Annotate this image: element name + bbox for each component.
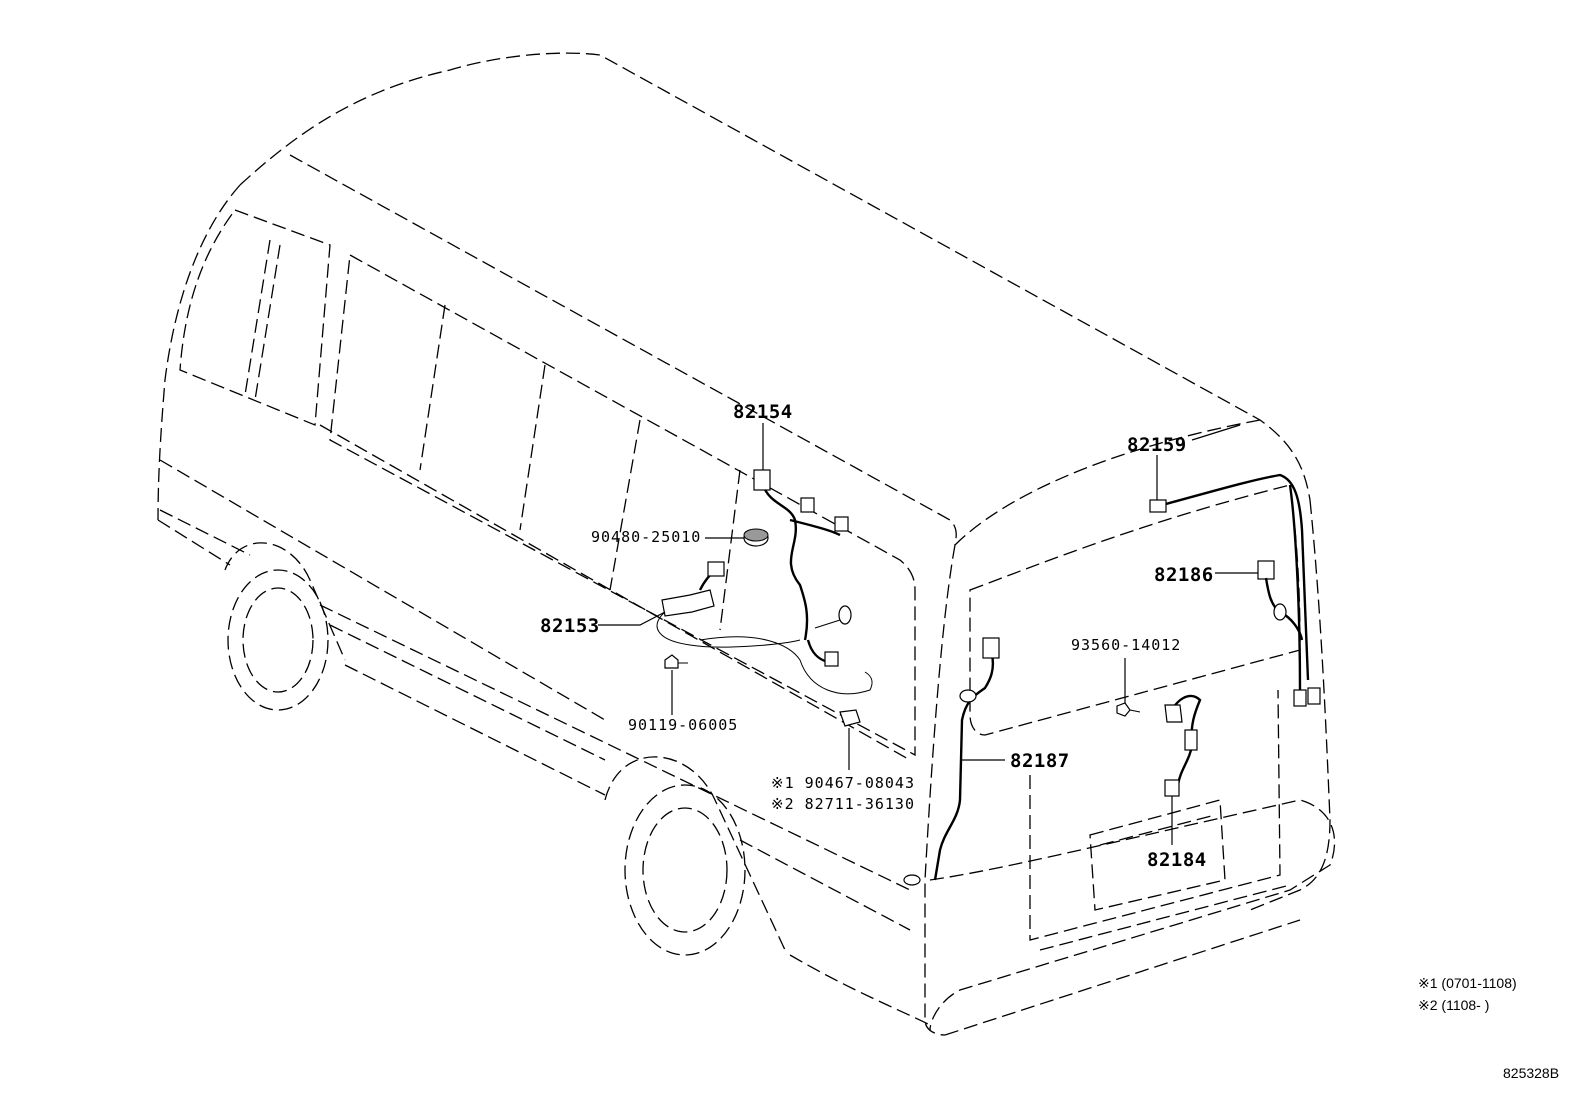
- label-82711-36130: ※2 82711-36130: [771, 795, 915, 813]
- front-window-pillar-2: [254, 244, 281, 401]
- connector-82187: [982, 637, 1000, 659]
- license-plate-inner: [1099, 814, 1216, 846]
- harness-82154-branch: [789, 518, 841, 537]
- grommet-82186: [1273, 603, 1287, 621]
- grommet-90480-top: [743, 528, 769, 542]
- front-wheel-arch: [224, 542, 346, 661]
- sensor-82153-wire: [656, 611, 801, 648]
- harness-82154-wire: [761, 484, 809, 641]
- side-window-lower: [319, 424, 911, 761]
- connector-82159: [1149, 499, 1167, 513]
- side-window-divider-2: [519, 364, 546, 531]
- rear-wheel: [624, 784, 746, 956]
- rear-bottom: [944, 919, 1301, 1036]
- rear-wheel-arch: [604, 756, 786, 951]
- label-90480-25010: 90480-25010: [591, 528, 702, 546]
- harness-82159-wire-2: [1288, 484, 1302, 691]
- harness-82184-wire: [1168, 694, 1202, 786]
- van-front-outline: [157, 184, 241, 521]
- connector-rear-right-1: [1293, 689, 1307, 707]
- grommet-82187: [959, 689, 977, 703]
- body-bottom-front: [157, 519, 231, 566]
- body-bottom-mid: [344, 664, 606, 796]
- label-93560-14012: 93560-14012: [1071, 636, 1182, 654]
- bolt-90119: [664, 654, 679, 669]
- label-82186: 82186: [1154, 564, 1214, 586]
- connector-side-3: [824, 651, 839, 667]
- roof-inner-line: [289, 154, 957, 546]
- front-wheel: [227, 569, 329, 711]
- side-trim-rear-3: [739, 839, 911, 931]
- side-window-strip: [329, 253, 916, 757]
- label-82153: 82153: [540, 615, 600, 637]
- label-82184: 82184: [1147, 849, 1207, 871]
- rear-bumper: [929, 799, 1336, 1031]
- connector-side-2: [834, 516, 849, 532]
- rear-face-right: [1249, 499, 1331, 911]
- connector-rear-right-2: [1307, 687, 1321, 705]
- front-wheel-rim: [242, 587, 314, 693]
- grommet-side: [838, 605, 852, 625]
- rear-bumper-lower: [1039, 884, 1291, 951]
- sensor-82153: [661, 589, 715, 617]
- connector-82184: [1164, 779, 1180, 797]
- side-trim-front: [159, 509, 251, 556]
- lock-switch: [1164, 704, 1183, 723]
- rear-wheel-rim: [642, 807, 728, 933]
- side-trim-rear-2: [329, 624, 606, 761]
- footnote-1: ※1 (0701-1108): [1418, 975, 1517, 991]
- diagram-reference-code: 825328B: [1503, 1065, 1560, 1081]
- side-body-line: [159, 459, 606, 721]
- front-window: [179, 209, 331, 426]
- leader-82153: [598, 611, 666, 626]
- label-90467-08043: ※1 90467-08043: [771, 774, 915, 792]
- front-window-pillar: [244, 239, 271, 396]
- grommet-body-bottom: [903, 874, 921, 886]
- side-window-divider-3: [609, 419, 641, 591]
- switch-body: [1184, 729, 1198, 751]
- label-82154: 82154: [733, 401, 793, 423]
- rear-door: [1029, 689, 1281, 941]
- footnote-2: ※2 (1108- ): [1418, 997, 1490, 1013]
- roof-rear-edge: [954, 419, 1261, 546]
- connector-82186: [1257, 560, 1275, 580]
- rear-corner-line: [924, 544, 956, 1036]
- body-bottom-rear: [789, 954, 931, 1026]
- sensor-82153-connector: [707, 561, 725, 577]
- label-82159: 82159: [1127, 434, 1187, 456]
- side-window-divider-1: [419, 304, 446, 471]
- side-trim-rear: [319, 604, 911, 891]
- screw-93560: [1116, 702, 1131, 717]
- connector-side-1: [800, 497, 815, 513]
- clip-90467: [839, 709, 861, 727]
- rear-glass: [969, 484, 1301, 736]
- side-window-divider-4: [719, 469, 741, 631]
- side-wire-loop: [699, 636, 873, 695]
- leader-82159-top: [1191, 424, 1241, 441]
- harness-82159-wire: [1161, 473, 1310, 681]
- label-90119-06005: 90119-06005: [628, 716, 739, 734]
- van-roof-outline: [239, 52, 1311, 501]
- screw-93560-shank: [1129, 709, 1141, 713]
- harness-82187-wire: [933, 654, 995, 881]
- license-plate-recess: [1089, 799, 1226, 911]
- side-wire-lead: [814, 619, 841, 629]
- label-82187: 82187: [1010, 750, 1070, 772]
- connector-82154-top: [753, 469, 771, 491]
